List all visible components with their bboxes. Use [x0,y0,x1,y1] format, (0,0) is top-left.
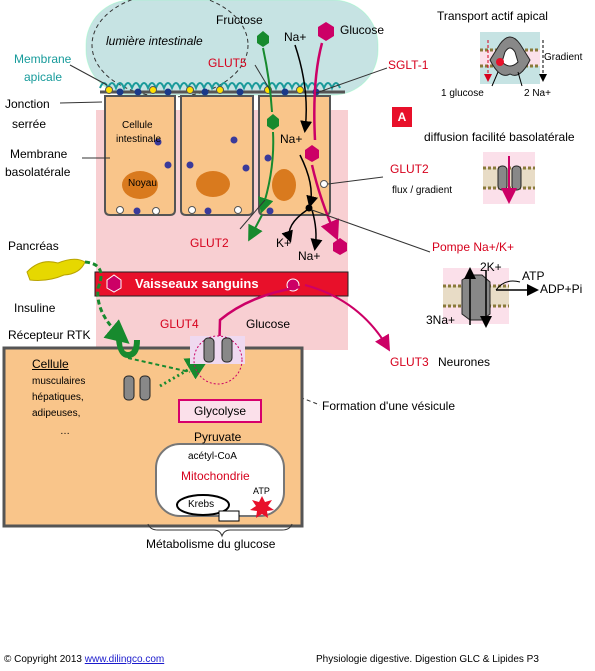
label-mito: Mitochondrie [181,469,250,483]
fructose-molecule-top [257,31,269,47]
label-fructose: Fructose [216,13,263,27]
label-musc-2: hépatiques, [32,392,84,403]
label-acetyl: acétyl-CoA [188,451,237,462]
nucleus-3 [272,169,296,201]
glut4-internal-transporter [123,375,151,401]
label-musc-4: … [60,426,70,437]
label-one-glucose: 1 glucose [441,88,484,99]
blood-vessel [94,271,349,297]
label-transport-apical: Transport actif apical [437,9,548,23]
fructose-path-arrow [262,47,273,210]
label-jonction-1: Jonction [5,97,50,111]
glucose-vessel-left [106,274,122,293]
footer-title: Physiologie digestive. Digestion GLC & L… [316,654,539,665]
label-musc-3: adipeuses, [32,408,81,419]
pancreas-shape [26,258,86,281]
label-na-low: Na+ [298,249,321,263]
label-pancreas: Pancréas [8,239,59,253]
label-gradient: Gradient [544,52,583,63]
sodium-to-pump-arrow [299,154,318,208]
lumen-dashed-outline [91,0,249,98]
label-glut3: GLUT3 [390,355,429,369]
copyright-text: © Copyright 2013 [4,654,82,665]
nucleus-2 [196,171,230,197]
label-cellule-1: Cellule [122,120,153,131]
label-jonction-2: serrée [12,117,47,131]
label-pyruvate: Pyruvate [194,430,242,444]
label-membrane-apicale-1: Membrane [14,52,72,66]
rtk-signal-dashed-line [127,357,191,373]
label-two-na: 2 Na+ [524,88,551,99]
label-pompe: Pompe Na+/K+ [432,240,515,254]
vessel-to-neurons-arrow [304,284,391,352]
krebs-box [218,510,240,522]
label-glut2-left: GLUT2 [190,236,229,250]
basolateral-glut2-inset [483,152,535,204]
label-na-mid: Na+ [280,132,303,146]
atp-burst [250,496,274,518]
label-flux: flux / gradient [392,185,453,196]
label-metabolisme: Métabolisme du glucose [146,537,276,551]
glut4-membrane-patch [190,336,245,364]
label-membrane-baso-2: basolatérale [5,165,71,179]
label-noyau: Noyau [128,178,157,189]
label-membrane-apicale-2: apicale [24,70,63,84]
label-adp: ADP+Pi [540,282,583,296]
label-recepteur: Récepteur RTK [8,328,91,342]
footer-link[interactable]: www.dilingco.com [84,654,165,665]
enterocyte-cell-2 [180,95,254,216]
label-k-plus: K+ [276,236,292,250]
label-cellule-2: intestinale [116,134,162,145]
glycolyse-box: Glycolyse [178,399,262,423]
label-neurones: Neurones [438,355,491,369]
apical-transport-inset [480,32,547,87]
krebs-cycle [176,494,230,516]
glucose-molecule-cell [305,145,319,162]
nucleus-1 [122,171,158,199]
rtk-receptor [116,340,140,358]
label-glucose-top: Glucose [340,23,385,37]
pump-na-arrow [310,209,323,251]
label-glut5: GLUT5 [208,56,247,70]
label-two-k: 2K+ [480,260,502,274]
enterocyte-cells [104,95,331,216]
label-glut4: GLUT4 [160,317,199,331]
label-diffusion: diffusion facilité basolatérale [424,130,575,144]
label-musc-1: musculaires [32,376,86,387]
label-krebs: Krebs [188,499,215,510]
fructose-to-glut2-arrow [248,214,263,242]
label-glut2-right: GLUT2 [390,162,429,176]
insulin-dashed-arrow [84,260,130,344]
glucose-molecule-top [318,22,334,41]
glut4-transporter [203,337,233,363]
label-na-top: Na+ [284,30,307,44]
footer-copyright: © Copyright 2013 www.dilingco.com [4,654,164,666]
label-sglt1: SGLT-1 [388,58,429,72]
na-k-pump-inset [443,267,539,328]
section-badge-a: A [392,107,412,127]
pump-k-arrow [281,209,308,243]
label-atp: ATP [522,269,545,283]
label-membrane-baso-1: Membrane [10,147,68,161]
label-three-na: 3Na+ [426,313,456,327]
label-vesicule: Formation d'une vésicule [322,399,456,413]
vessel-to-glut4-arrow [208,285,301,395]
label-glucose-mid: Glucose [246,317,291,331]
metabolism-brace [147,523,293,538]
fructose-molecule-cell [267,114,279,130]
label-cellule-musc: Cellule [32,357,69,371]
label-atp-mito: ATP [253,486,270,496]
glut4-translocation-dotted [159,356,211,388]
label-insuline: Insuline [14,301,56,315]
vesicle-formation-circle [193,335,243,385]
sodium-entry-arrow [294,44,313,133]
label-vaisseaux: Vaisseaux sanguins [135,276,259,291]
glucose-path-arrow [310,42,336,236]
label-lumen: lumière intestinale [106,34,203,48]
